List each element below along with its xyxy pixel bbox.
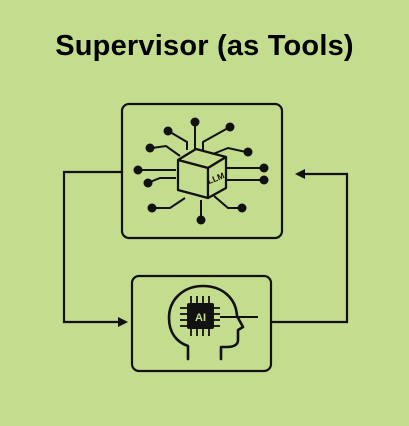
agent-node: AI (130, 274, 273, 373)
llm-cube-icon (176, 147, 228, 200)
llm-node: LLM (120, 102, 284, 240)
diagram-title: Supervisor (as Tools) (55, 30, 354, 62)
edge-agent-to-supervisor (271, 169, 349, 324)
edge-supervisor-to-agent (62, 170, 128, 327)
ai-label: AI (195, 312, 206, 324)
head-profile-icon (167, 284, 245, 361)
llm-network-nodes (133, 117, 269, 225)
llm-network-icon (140, 124, 262, 218)
ai-chip-body (187, 303, 214, 329)
